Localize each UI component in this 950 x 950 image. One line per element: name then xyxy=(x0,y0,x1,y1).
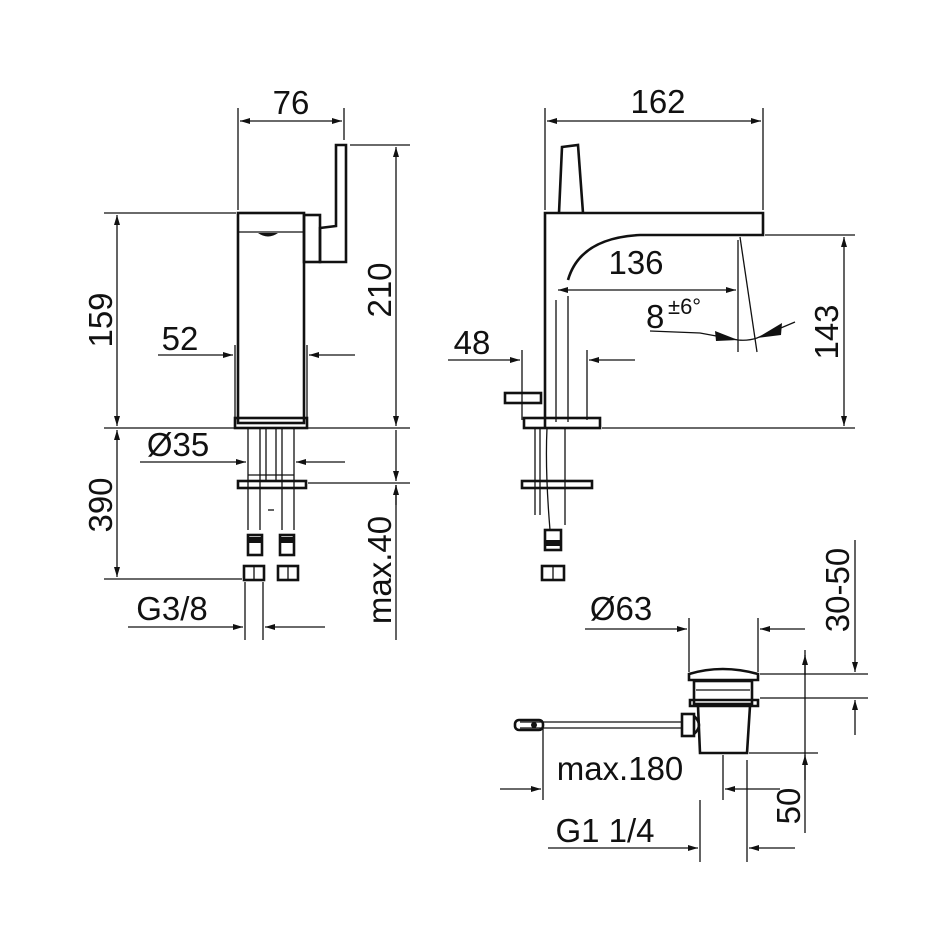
front-view: 76 159 210 52 Ø35 390 max.40 G3/8 xyxy=(82,84,410,640)
dim-max-deck: max.40 xyxy=(361,516,398,624)
dim-height-total: 210 xyxy=(361,262,398,317)
dim-length-total: 162 xyxy=(630,83,685,120)
dim-projection: 136 xyxy=(608,244,663,281)
dim-lever-offset: 48 xyxy=(454,324,491,361)
dim-hole-diameter: Ø35 xyxy=(147,426,209,463)
dim-body-width: 52 xyxy=(162,320,199,357)
dim-waste-height: 50 xyxy=(770,788,807,825)
dim-thread: G1 1/4 xyxy=(555,812,654,849)
dim-plug-diameter: Ø63 xyxy=(590,590,652,627)
dim-connection: G3/8 xyxy=(136,590,208,627)
dim-rod-length: max.180 xyxy=(557,750,684,787)
dim-stroke: 30-50 xyxy=(819,548,856,632)
dim-spout-height: 143 xyxy=(808,304,845,359)
dim-height-body: 159 xyxy=(82,292,119,347)
dim-width-top: 76 xyxy=(273,84,310,121)
dim-hose-length: 390 xyxy=(82,477,119,532)
dim-angle: 8 xyxy=(646,298,664,335)
dim-angle-tolerance: ±6° xyxy=(668,294,701,319)
waste-view: Ø63 30-50 max.180 50 G1 1/4 xyxy=(500,540,868,862)
side-view: 162 136 8 ±6° 143 48 xyxy=(448,83,855,582)
